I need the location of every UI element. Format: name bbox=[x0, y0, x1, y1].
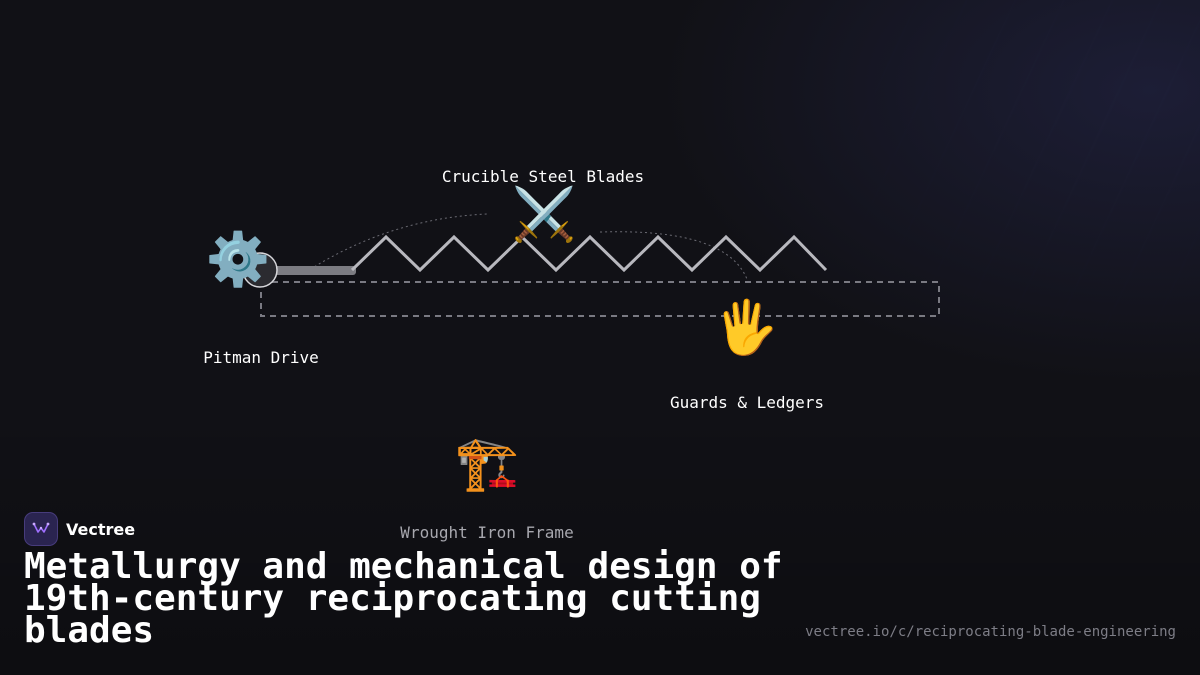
label-wrought-iron-frame: Wrought Iron Frame bbox=[400, 523, 574, 542]
crank-wheel bbox=[242, 252, 278, 288]
raised-hand-icon: 🖐️ bbox=[713, 298, 779, 358]
brand-name: Vectree bbox=[66, 519, 136, 539]
construction-crane-icon: 🏗️ bbox=[454, 434, 520, 494]
label-guards-ledgers: Guards & Ledgers bbox=[669, 393, 825, 412]
crossed-swords-icon: ⚔️ bbox=[511, 185, 577, 245]
label-crucible-steel-blades: Crucible Steel Blades bbox=[441, 167, 645, 186]
pitman-rod bbox=[272, 266, 356, 275]
sickle-blade-teeth bbox=[350, 234, 828, 273]
vectree-logo-icon bbox=[24, 512, 58, 546]
label-pitman-drive: Pitman Drive bbox=[203, 348, 319, 367]
gear-icon: ⚙️ bbox=[205, 230, 271, 290]
page-title: Metallurgy and mechanical design of 19th… bbox=[24, 546, 783, 651]
guard-bar bbox=[260, 281, 940, 317]
connector-arc-left bbox=[305, 213, 489, 273]
source-url[interactable]: vectree.io/c/reciprocating-blade-enginee… bbox=[805, 624, 1176, 640]
brand[interactable]: Vectree bbox=[24, 512, 135, 546]
